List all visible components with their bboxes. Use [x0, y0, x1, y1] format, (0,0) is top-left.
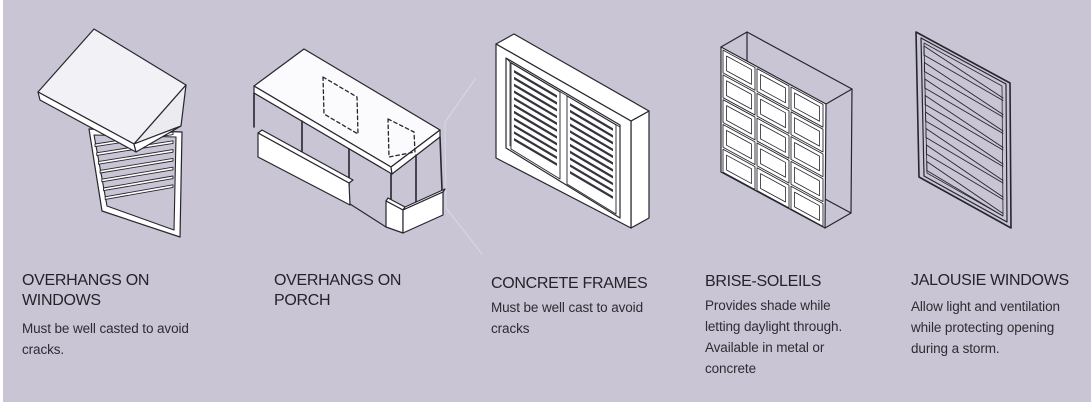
item-description: Provides shade while letting daylight th…	[705, 298, 843, 334]
jalousie-louver-blades	[923, 45, 1004, 217]
flat-roof-porch-overhang-icon	[253, 48, 483, 255]
item-title: OVERHANGS ON WINDOWS	[22, 272, 150, 309]
dashed-opening-outline	[322, 76, 359, 135]
item-title: OVERHANGS ON PORCH	[274, 272, 402, 309]
item-title: CONCRETE FRAMES	[491, 275, 648, 292]
louver-slats-left	[514, 70, 557, 166]
item-description-2: Available in metal or concrete	[705, 340, 825, 376]
louver-slats-right	[570, 103, 613, 199]
brise-soleil-grid-screen-icon	[720, 31, 853, 229]
dashed-opening-outline	[387, 118, 416, 158]
item-title: JALOUSIE WINDOWS	[911, 272, 1069, 289]
infographic-panel: OVERHANGS ON WINDOWS Must be well casted…	[3, 0, 1091, 402]
item-description: Must be well cast to avoid cracks	[491, 300, 643, 336]
item-description: Must be well casted to avoid cracks.	[22, 321, 189, 357]
brise-soleil-cell-grid	[722, 49, 824, 227]
item-description: Allow light and ventilation while protec…	[911, 299, 1060, 356]
jalousie-louvered-window-icon	[915, 31, 1012, 229]
concrete-frame-louvered-window-icon	[495, 33, 650, 229]
item-title: BRISE-SOLEILS	[705, 273, 822, 290]
awning-over-louvered-window-icon	[37, 28, 187, 238]
